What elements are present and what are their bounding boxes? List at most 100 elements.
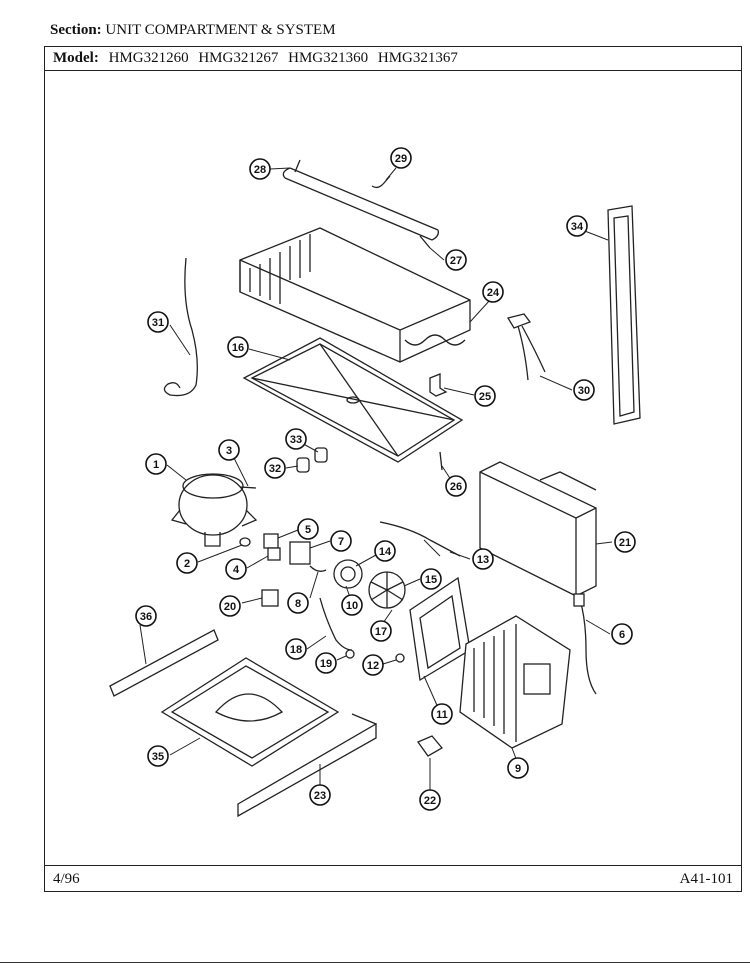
svg-text:33: 33 (290, 434, 302, 446)
fan-motor (333, 559, 363, 589)
svg-text:29: 29 (395, 153, 407, 165)
condenser-tube (282, 159, 440, 249)
callout-18: 18 (285, 638, 307, 660)
insulation-panel (479, 461, 597, 597)
callout-13: 13 (472, 548, 494, 570)
svg-text:4: 4 (233, 564, 240, 576)
power-harness (573, 593, 597, 695)
motor-bracket (319, 597, 353, 651)
switch (261, 589, 279, 607)
callout-28: 28 (249, 158, 271, 180)
callout-34: 34 (566, 215, 588, 237)
nut (345, 649, 405, 663)
svg-text:18: 18 (290, 644, 302, 656)
svg-text:22: 22 (424, 795, 436, 807)
svg-text:36: 36 (140, 611, 152, 623)
svg-text:8: 8 (295, 598, 301, 610)
svg-text:12: 12 (367, 660, 379, 672)
drip-tray (160, 657, 340, 767)
page-rule (0, 962, 750, 963)
page-code: A41-101 (679, 871, 733, 887)
callout-2: 2 (176, 552, 198, 574)
svg-text:35: 35 (152, 751, 164, 763)
svg-text:16: 16 (232, 342, 244, 354)
svg-text:20: 20 (224, 601, 236, 613)
rear-rail (237, 713, 377, 818)
grommets (296, 447, 328, 473)
callout-9: 9 (507, 757, 529, 779)
svg-text:6: 6 (619, 629, 625, 641)
callout-27: 27 (445, 249, 467, 271)
drain-tube (163, 257, 198, 397)
svg-text:13: 13 (477, 554, 489, 566)
evaporator (239, 227, 471, 363)
defrost-thermostat (506, 313, 546, 381)
callout-8: 8 (287, 592, 309, 614)
compressor (170, 473, 258, 547)
callout-19: 19 (315, 652, 337, 674)
callout-6: 6 (611, 623, 633, 645)
svg-text:11: 11 (436, 709, 448, 721)
callout-16: 16 (227, 336, 249, 358)
model-number: HMG321260 (108, 50, 189, 66)
svg-text:17: 17 (375, 626, 387, 638)
section-heading: Section: UNIT COMPARTMENT & SYSTEM (50, 22, 336, 39)
callout-23: 23 (309, 784, 331, 806)
diagram-frame: Model: HMG321260 HMG321267 HMG321360 HMG… (44, 46, 742, 892)
model-number: HMG321367 (377, 50, 458, 66)
svg-text:5: 5 (305, 524, 311, 536)
cord-clip (239, 486, 257, 489)
gasket-strip (607, 205, 641, 425)
callout-25: 25 (474, 385, 496, 407)
model-number: HMG321267 (198, 50, 279, 66)
condenser-coil (459, 615, 571, 749)
bracket (429, 373, 448, 397)
svg-text:34: 34 (571, 221, 584, 233)
svg-text:14: 14 (379, 546, 392, 558)
grommet-small (239, 537, 251, 547)
callout-30: 30 (573, 379, 595, 401)
callout-33: 33 (285, 428, 307, 450)
callout-35: 35 (147, 745, 169, 767)
svg-text:30: 30 (578, 385, 590, 397)
svg-text:10: 10 (346, 600, 358, 612)
callout-4: 4 (225, 558, 247, 580)
callout-7: 7 (330, 530, 352, 552)
svg-text:1: 1 (153, 459, 159, 471)
drain-pan (242, 337, 464, 463)
svg-text:23: 23 (314, 790, 326, 802)
callout-26: 26 (445, 475, 467, 497)
callout-24: 24 (482, 281, 504, 303)
svg-text:32: 32 (269, 463, 281, 475)
callout-12: 12 (362, 654, 384, 676)
svg-text:26: 26 (450, 481, 462, 493)
svg-text:3: 3 (226, 445, 232, 457)
svg-text:7: 7 (338, 536, 344, 548)
svg-text:28: 28 (254, 164, 266, 176)
model-label: Model: (53, 50, 99, 66)
callout-10: 10 (341, 594, 363, 616)
fan-shroud (409, 576, 471, 682)
model-number: HMG321360 (288, 50, 369, 66)
svg-text:19: 19 (320, 658, 332, 670)
relay-parts (263, 533, 327, 572)
callout-22: 22 (419, 789, 441, 811)
svg-text:27: 27 (450, 255, 462, 267)
callout-21: 21 (614, 531, 636, 553)
svg-text:31: 31 (152, 317, 164, 329)
svg-text:21: 21 (619, 537, 631, 549)
screw (439, 451, 443, 471)
svg-text:15: 15 (425, 574, 437, 586)
callout-29: 29 (390, 147, 412, 169)
callout-36: 36 (135, 605, 157, 627)
front-rail (109, 629, 219, 697)
callout-31: 31 (147, 311, 169, 333)
svg-text:2: 2 (184, 558, 190, 570)
callout-32: 32 (264, 457, 286, 479)
callout-15: 15 (420, 568, 442, 590)
capillary-tube (379, 521, 461, 557)
svg-text:24: 24 (487, 287, 500, 299)
svg-text:9: 9 (515, 763, 521, 775)
callout-5: 5 (297, 518, 319, 540)
callout-1: 1 (145, 453, 167, 475)
